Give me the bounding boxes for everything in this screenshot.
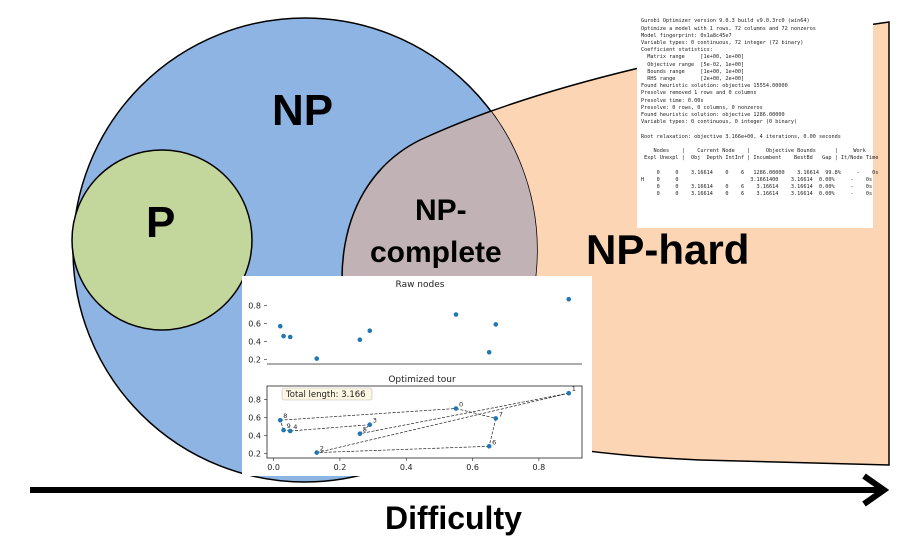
tour-node-label: 1: [572, 385, 576, 393]
solver-log-line: Found heuristic solution: objective 1286…: [641, 112, 785, 119]
tour-edge: [316, 445, 490, 453]
solver-log-line: Gurobi Optimizer version 9.0.3 build v9.…: [641, 18, 810, 25]
raw-node-point: [281, 333, 286, 339]
tour-node-label: 6: [492, 438, 496, 446]
raw-node-point: [453, 312, 459, 317]
tour-edge: [359, 392, 569, 435]
raw-node-point: [277, 323, 283, 329]
solver-log-line: Matrix range [1e+00, 1e+00]: [641, 54, 745, 61]
solver-log-line: [641, 126, 869, 133]
p-label: P: [146, 198, 176, 247]
x-tick-label: 0.8: [533, 463, 546, 472]
solver-log-line: Root relaxation: objective 3.166e+00, 4 …: [641, 133, 841, 140]
difficulty-label: Difficulty: [385, 500, 522, 536]
x-tick-label: 0.4: [400, 463, 413, 472]
bottom-plot-title: Optimized tour: [388, 375, 456, 385]
tour-node-point: [566, 390, 572, 396]
bottom-y-tick-label: 0.2: [248, 450, 261, 459]
solver-log-line: 0 0 3.16614 0 6 1286.00000 3.16614 99.8%…: [641, 169, 879, 176]
solver-log-line: Bounds range [1e+00, 1e+00]: [641, 68, 745, 75]
tour-node-label: 8: [283, 412, 287, 420]
solver-log-line: Variable types: 0 continuous, 0 integer …: [641, 119, 798, 126]
tour-node-point: [493, 416, 499, 421]
np-complete-label-line2: complete: [370, 236, 502, 269]
top-y-tick-label: 0.2: [248, 356, 261, 365]
tour-node-point: [357, 431, 363, 436]
solver-log-lines: Gurobi Optimizer version 9.0.3 build v9.…: [641, 18, 879, 198]
solver-log-line: Presolve removed 1 rows and 0 columns: [641, 90, 757, 97]
raw-node-point: [314, 356, 320, 361]
difficulty-arrow-head: [862, 473, 890, 507]
solver-log-line: Found heuristic solution: objective 1555…: [641, 83, 788, 90]
top-plot-points: [277, 296, 572, 361]
tour-node-label: 0: [459, 401, 463, 409]
tour-node-label: 3: [373, 417, 377, 425]
tour-node-point: [287, 428, 293, 434]
tour-node-point: [314, 450, 320, 455]
solver-log-line: Coefficient statistics:: [641, 47, 713, 54]
bottom-plot-x-ticks: 0.0 0.2 0.4 0.6 0.8: [267, 458, 545, 472]
np-complete-label-line1: NP-: [415, 194, 467, 227]
top-y-tick-label: 0.8: [248, 302, 261, 311]
tour-edge: [488, 418, 497, 447]
tour-node-label: 5: [363, 426, 367, 434]
top-plot-y-ticks: 0.8 0.6 0.4 0.2: [248, 302, 267, 365]
solver-log-line: [641, 141, 869, 148]
tour-node-label: 7: [499, 410, 503, 418]
tour-plot-panel: Raw nodes 0.8 0.6 0.4 0.2 Optimized tour 0.…: [242, 276, 592, 476]
solver-log-line: Variable types: 0 continuous, 72 integer…: [641, 40, 804, 47]
total-length-label: Total length: 3.166: [285, 390, 366, 400]
bottom-plot-y-ticks: 0.8 0.6 0.4 0.2: [248, 396, 267, 459]
solver-log-line: 0 0 3.16614 0 6 3.16614 3.16614 0.00% - …: [641, 191, 873, 198]
tour-node-point: [486, 444, 492, 449]
solver-log-line: Optimize a model with 1 rows, 72 columns…: [641, 25, 816, 32]
tour-plot: Raw nodes 0.8 0.6 0.4 0.2 Optimized tour 0.…: [248, 280, 583, 472]
raw-node-point: [357, 337, 363, 342]
x-tick-label: 0.2: [334, 463, 347, 472]
tour-edge: [316, 392, 569, 453]
solver-log-line: [641, 162, 869, 169]
tour-edge: [280, 408, 457, 421]
raw-node-point: [287, 334, 293, 340]
np-label: NP: [272, 86, 334, 135]
solver-log-line: Expl Unexpl | Obj Depth IntInf | Incumbe…: [641, 155, 879, 162]
x-tick-label: 0.0: [267, 463, 280, 472]
tour-node-label: 2: [320, 445, 324, 453]
solver-log-line: H 0 0 3.1661400 3.16614 0.00% - 0s: [641, 176, 873, 183]
tour-node-point: [367, 422, 373, 427]
bottom-plot-points: 0 1 2 3 4 5 6 7 89: [277, 385, 576, 455]
bottom-plot-frame: [266, 385, 583, 459]
total-length-box: [281, 387, 373, 401]
tour-node-label: 4: [293, 423, 297, 431]
tour-node-label: 9: [287, 422, 291, 430]
tour-edge: [290, 424, 370, 432]
x-tick-label: 0.6: [466, 463, 479, 472]
solver-log-line: 0 0 3.16614 0 6 3.16614 3.16614 0.00% - …: [641, 184, 873, 191]
top-plot-title: Raw nodes: [396, 280, 445, 290]
bottom-y-tick-label: 0.4: [248, 432, 261, 441]
np-hard-label: NP-hard: [586, 226, 750, 273]
solver-log-line: Presolve: 0 rows, 0 columns, 0 nonzeros: [641, 104, 763, 111]
solver-log-line: Objective range [5e-02, 1e+00]: [641, 61, 745, 68]
raw-node-point: [367, 328, 373, 333]
tour-node-point: [281, 427, 286, 433]
solver-log-line: Presolve time: 0.00s: [641, 97, 704, 104]
solver-log-panel: Gurobi Optimizer version 9.0.3 build v9.…: [637, 2, 879, 228]
tour-node-point: [277, 417, 283, 423]
top-y-tick-label: 0.6: [248, 320, 261, 329]
solver-log-line: Nodes | Current Node | Objective Bounds …: [641, 148, 866, 155]
solver-log-line: Model fingerprint: 0x1a8c45e7: [641, 32, 732, 39]
tour-path: [279, 392, 569, 453]
raw-node-point: [493, 322, 499, 327]
tour-node-point: [453, 406, 459, 411]
bottom-y-tick-label: 0.6: [248, 414, 261, 423]
tour-edge: [455, 408, 496, 419]
p-region: [71, 149, 253, 331]
raw-node-point: [566, 296, 572, 302]
bottom-y-tick-label: 0.8: [248, 396, 261, 405]
raw-node-point: [486, 350, 492, 355]
solver-log-line: RHS range [2e+00, 2e+00]: [641, 76, 745, 83]
top-y-tick-label: 0.4: [248, 338, 261, 347]
